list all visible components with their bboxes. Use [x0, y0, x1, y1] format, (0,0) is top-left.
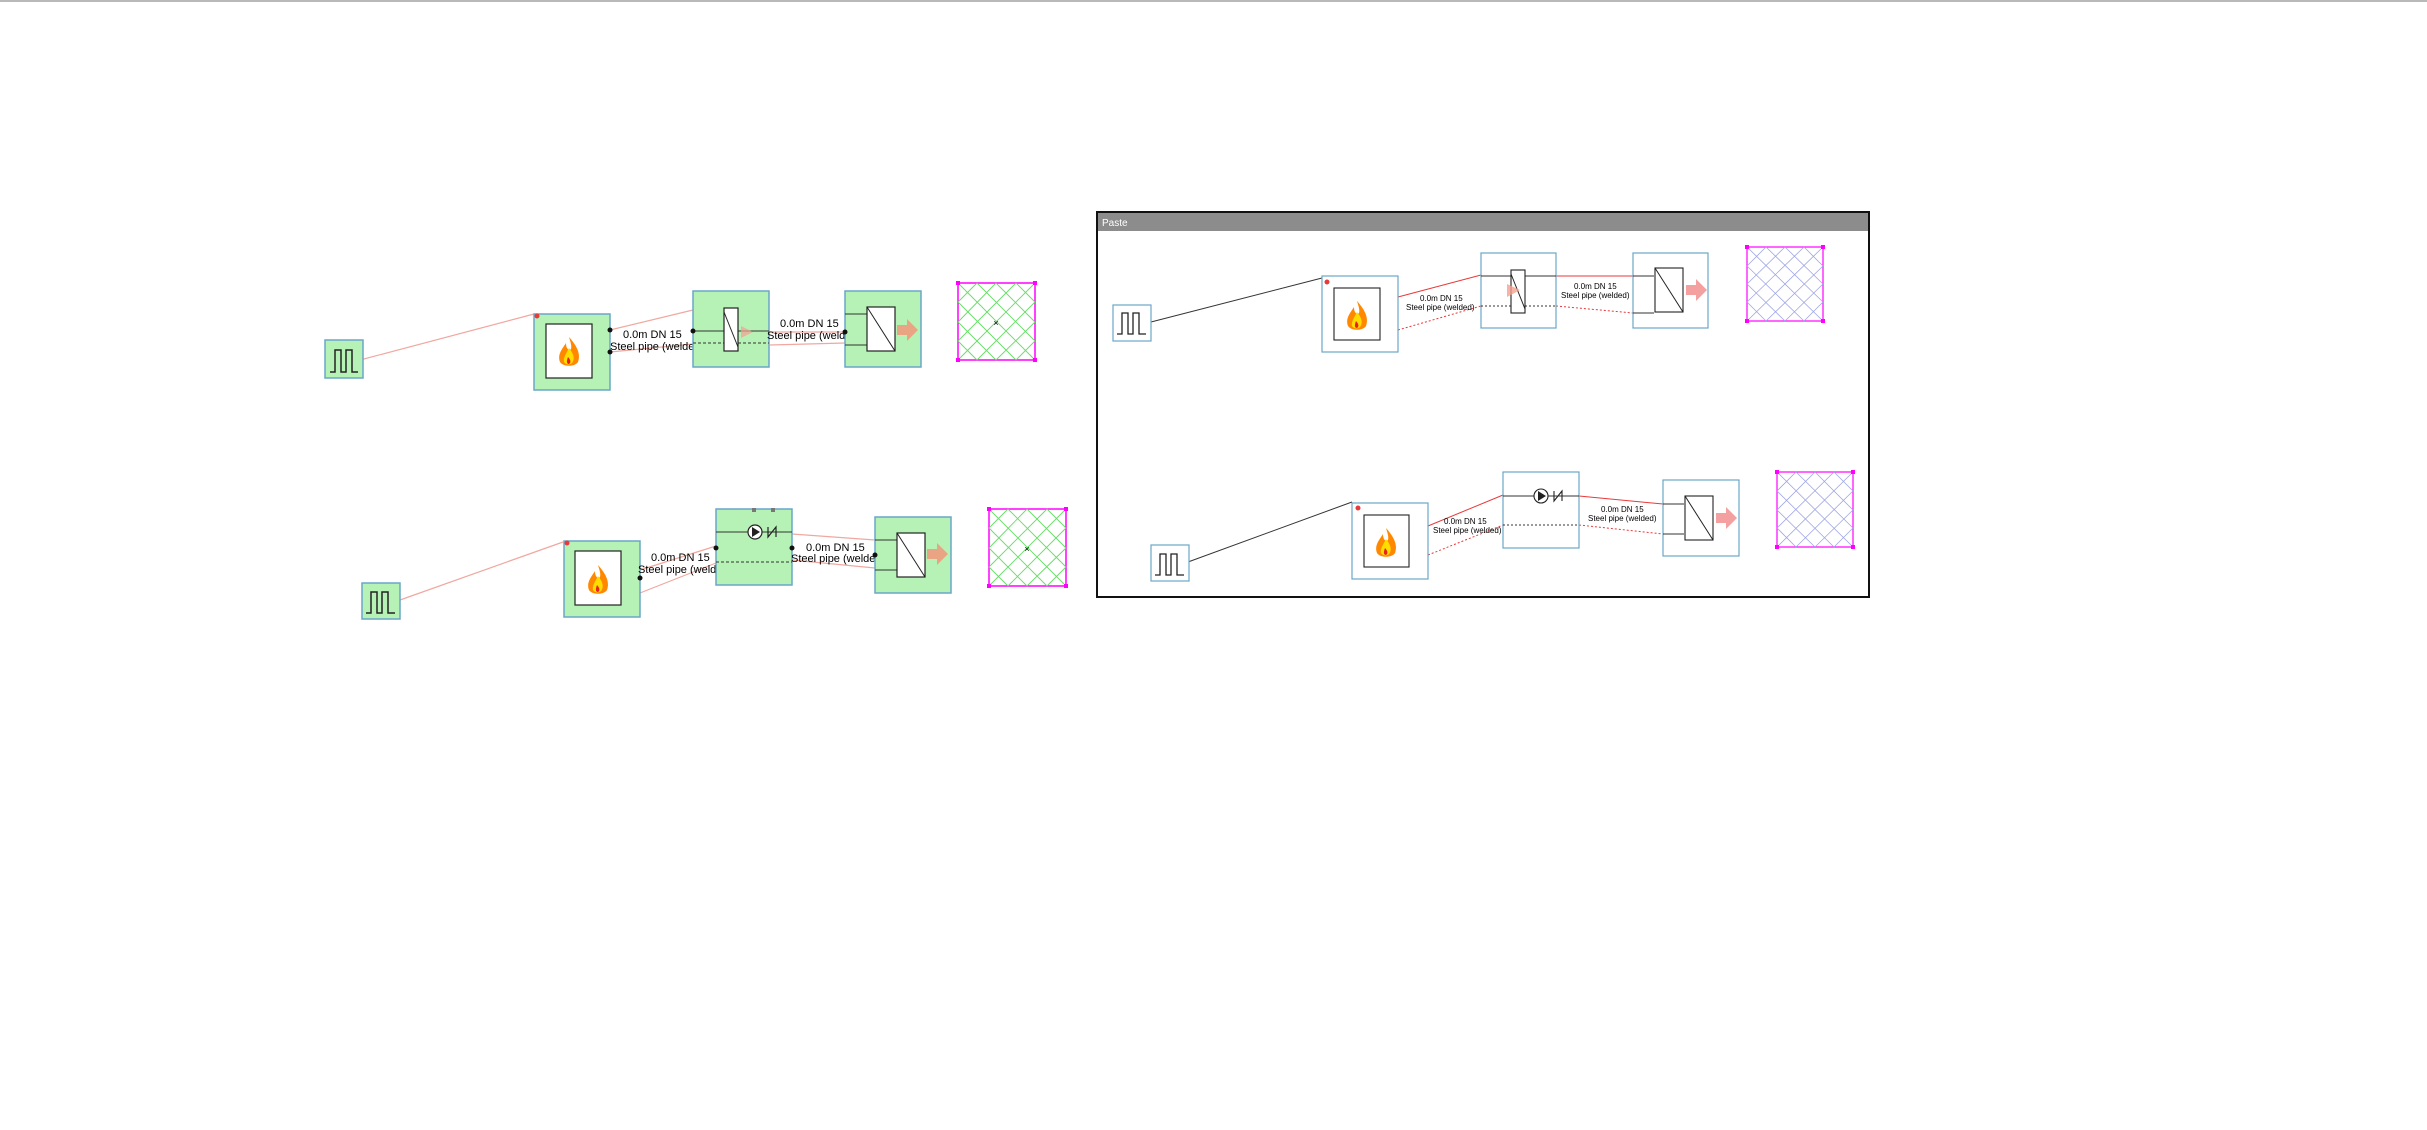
valve-icon — [723, 307, 739, 352]
pulse-icon — [366, 591, 395, 614]
pipe-label-material: Steel pipe (welded) — [791, 553, 885, 565]
paste-window[interactable]: Paste 0.0m DN 15 Steel pipe (welded) — [1096, 211, 1870, 598]
boiler[interactable] — [533, 313, 613, 391]
heat-exchanger[interactable] — [1632, 252, 1709, 329]
pulse-generator[interactable] — [1112, 304, 1152, 342]
pulse-generator[interactable] — [361, 582, 401, 620]
pipe-label-length: 0.0m DN 15 — [806, 542, 865, 554]
zone-grid[interactable] — [1745, 245, 1825, 323]
supply-pipe[interactable] — [609, 309, 846, 353]
arrow-icon — [1686, 279, 1707, 301]
signal-line[interactable] — [359, 313, 535, 361]
heat-exchanger-icon — [1684, 495, 1714, 541]
paste-window-title: Paste — [1102, 218, 1128, 229]
heat-exchanger-icon — [866, 306, 896, 352]
pump-unit[interactable] — [713, 508, 795, 586]
circuit-1: 0.0m DN 15 Steel pipe (welded) 0.0m DN 1… — [324, 281, 1037, 391]
pipe-label-material: Steel pipe (welded) — [610, 341, 704, 353]
pipe-label-material: Steel pipe (welded) — [767, 330, 861, 342]
pipe-label-material: Steel pipe (welded) — [1588, 514, 1657, 523]
heat-exchanger[interactable] — [842, 290, 922, 368]
preview-circuit-1: 0.0m DN 15 Steel pipe (welded) 0.0m DN 1… — [1112, 245, 1825, 353]
check-valve-icon — [1553, 489, 1563, 503]
pulse-icon — [1155, 553, 1184, 576]
heat-exchanger-icon — [896, 532, 926, 578]
zone-grid[interactable] — [1775, 470, 1855, 549]
valve-unit[interactable] — [690, 290, 770, 368]
arrow-icon — [897, 319, 918, 341]
circuit-2: 0.0m DN 15 Steel pipe (welded) 0.0m DN 1… — [361, 507, 1068, 620]
pipe-label-material: Steel pipe (welded) — [1561, 291, 1630, 300]
pump-icon — [1533, 488, 1549, 504]
boiler[interactable] — [1321, 275, 1399, 353]
window-top-border — [0, 0, 2427, 2]
pump-icon — [747, 524, 763, 540]
zone-grid-icon — [988, 508, 1067, 587]
boiler[interactable] — [563, 540, 643, 618]
heat-exchanger-icon — [1654, 267, 1684, 313]
pipe-label-length: 0.0m DN 15 — [1444, 517, 1487, 526]
pipe-label-length: 0.0m DN 15 — [623, 329, 682, 341]
pulse-icon — [330, 349, 358, 373]
pulse-generator[interactable] — [324, 339, 364, 379]
zone-grid-icon — [1776, 471, 1854, 548]
pipe-label-length: 0.0m DN 15 — [780, 318, 839, 330]
check-valve-icon — [767, 525, 777, 539]
arrow-icon — [1716, 507, 1737, 529]
heat-exchanger[interactable] — [1662, 479, 1740, 557]
pulse-icon — [1117, 312, 1146, 335]
preview-circuit-2: 0.0m DN 15 Steel pipe (welded) 0.0m DN 1… — [1150, 470, 1855, 582]
pipe-label-length: 0.0m DN 15 — [1601, 505, 1644, 514]
svg-text:×: × — [993, 318, 998, 328]
pipe-label-length: 0.0m DN 15 — [1420, 294, 1463, 303]
valve-icon — [1510, 269, 1526, 314]
svg-text:×: × — [1024, 544, 1029, 554]
pipe-label-material: Steel pipe (welded) — [1406, 303, 1475, 312]
valve-unit[interactable] — [1480, 252, 1557, 329]
zone-grid-icon — [1746, 246, 1824, 322]
supply-pipe[interactable] — [639, 533, 876, 594]
arrow-icon — [927, 543, 948, 565]
boiler[interactable] — [1351, 502, 1429, 580]
pump-unit[interactable] — [1502, 471, 1580, 549]
pipe-label-material: Steel pipe (welded) — [638, 564, 732, 576]
zone-grid-icon — [957, 282, 1036, 361]
pulse-generator[interactable] — [1150, 544, 1190, 582]
zone-grid[interactable]: × — [987, 507, 1068, 588]
paste-window-header[interactable] — [1098, 213, 1868, 231]
zone-grid[interactable]: × — [956, 281, 1037, 362]
heat-exchanger[interactable] — [872, 516, 952, 594]
pipe-label-length: 0.0m DN 15 — [1574, 282, 1617, 291]
pipe-label-material: Steel pipe (welded) — [1433, 526, 1502, 535]
signal-line[interactable] — [399, 541, 564, 601]
pipe-label-length: 0.0m DN 15 — [651, 552, 710, 564]
